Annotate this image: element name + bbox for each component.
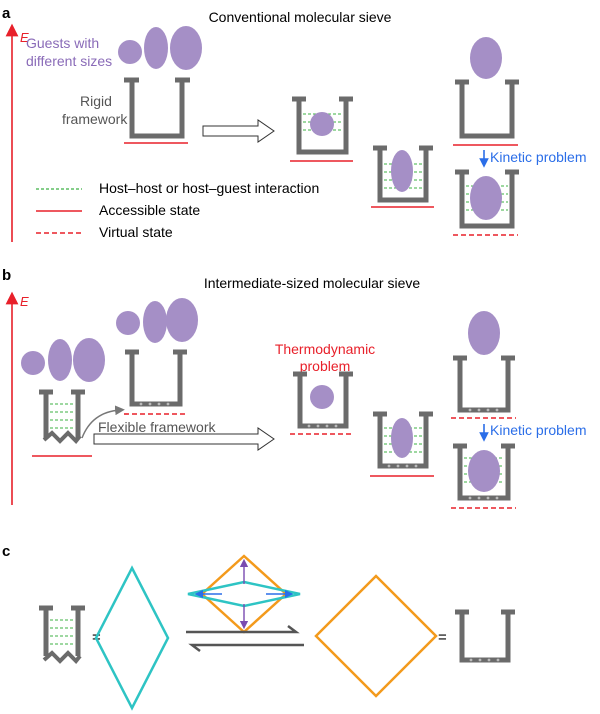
kinetic-label-a: Kinetic problem — [490, 149, 587, 165]
host-large-guest — [459, 170, 515, 229]
flexible-label: Flexible framework — [98, 419, 216, 435]
host-small-guest — [296, 97, 349, 155]
equilibrium-forward-arrow — [186, 625, 300, 634]
guest-large-in-host — [468, 450, 500, 492]
opening-arrow — [81, 405, 125, 439]
host-bottom-dots — [469, 658, 500, 662]
host-medium-guest-b — [377, 412, 429, 469]
panel-b-title: Intermediate-sized molecular sieve — [204, 275, 421, 291]
guest-large — [170, 26, 202, 70]
guest-small — [118, 40, 142, 64]
host-medium-guest — [377, 146, 429, 203]
thermo-label-line2: problem — [300, 358, 351, 374]
legend-accessible-label: Accessible state — [99, 202, 200, 218]
host-empty-b — [457, 356, 511, 413]
guests-label-line1: Guests with — [26, 35, 99, 51]
guest-large-in-host — [470, 176, 502, 220]
host-bottom-dots — [139, 402, 170, 406]
panel-a-label: a — [2, 5, 11, 22]
kinetic-label-b: Kinetic problem — [490, 422, 587, 438]
guest-small — [116, 311, 140, 335]
panel-a-title: Conventional molecular sieve — [209, 9, 392, 25]
guest-small-in-host — [310, 385, 334, 409]
equilibrium-backward-arrow — [188, 643, 304, 652]
host-bottom-dots — [307, 424, 338, 428]
guest-medium — [143, 301, 167, 343]
host-bottom-dots — [468, 408, 499, 412]
collapsed-host-walls — [43, 608, 81, 656]
panel-c-label: c — [2, 543, 10, 560]
host-bottom-dots — [387, 464, 418, 468]
guests-label-line2: different sizes — [26, 53, 112, 69]
panel-b-label: b — [2, 267, 11, 284]
guest-large — [73, 338, 105, 382]
guest-large — [166, 298, 198, 342]
hollow-arrow-a — [202, 119, 275, 143]
rigid-label-line2: framework — [62, 111, 128, 127]
equals-right: = — [438, 629, 447, 646]
guest-medium-in-host — [391, 150, 413, 192]
guest-medium — [144, 27, 168, 69]
panel-a: a Conventional molecular sieve E Guests … — [2, 5, 587, 242]
open-host-c — [459, 610, 511, 663]
panel-c: c = = — [2, 543, 515, 711]
host-bottom-dots — [468, 496, 499, 500]
host-small-guest-b — [297, 372, 349, 429]
collapsed-host-bottom — [42, 650, 82, 664]
flexible-framework-bottom — [42, 430, 82, 444]
guest-medium — [48, 339, 72, 381]
orange-rhombus — [314, 574, 438, 698]
energy-axis-label-b: E — [20, 294, 29, 309]
legend-interaction-label: Host–host or host–guest interaction — [99, 180, 319, 196]
rigid-label-line1: Rigid — [80, 93, 112, 109]
cyan-rhombus — [94, 565, 170, 711]
flexible-framework-walls — [43, 392, 81, 438]
legend-virtual-label: Virtual state — [99, 224, 173, 240]
panel-b: b Intermediate-sized molecular sieve E — [2, 267, 587, 509]
thermo-label-line1: Thermodynamic — [275, 341, 375, 357]
rigid-framework — [129, 78, 185, 139]
host-empty — [459, 80, 515, 139]
guest-medium-in-host — [391, 418, 413, 458]
guest-large-outside — [468, 311, 500, 355]
guest-small-in-host — [310, 112, 334, 136]
energy-axis-label-a: E — [20, 30, 29, 45]
guest-large-outside — [470, 37, 502, 79]
open-host — [129, 350, 183, 407]
hollow-arrow-b — [93, 427, 275, 451]
guest-small — [21, 351, 45, 375]
host-large-guest-b — [457, 444, 511, 501]
